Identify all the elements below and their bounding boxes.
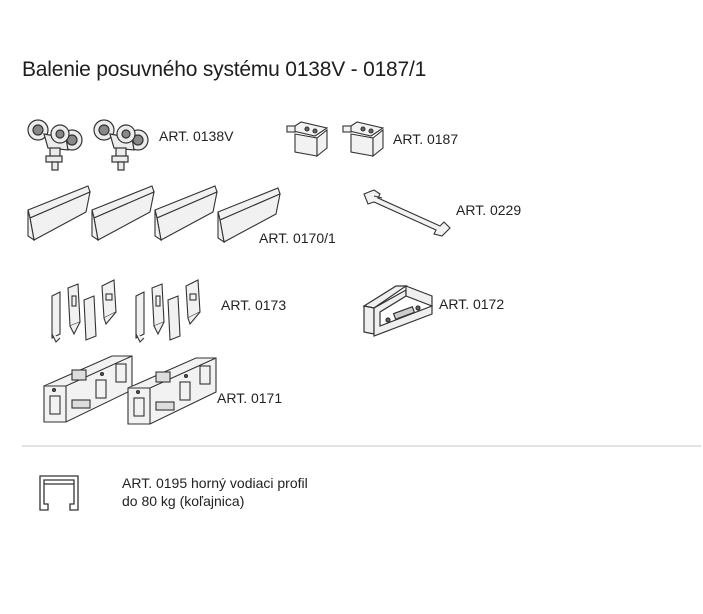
track-profile-description: ART. 0195 horný vodiaci profil do 80 kg … [122, 474, 308, 510]
part-label-0229: ART. 0229 [456, 202, 522, 218]
floor-guide-icon [362, 285, 433, 337]
roller-trolley-icon [27, 119, 149, 171]
track-profile-icon [39, 475, 79, 511]
part-label-0172: ART. 0172 [439, 296, 505, 312]
track-profile-line-2: do 80 kg (koľajnica) [122, 493, 245, 509]
bracket-set-icon [51, 279, 201, 343]
bottom-guide-rail-icon [27, 185, 281, 244]
part-label-0187: ART. 0187 [393, 131, 459, 147]
part-label-0173: ART. 0173 [221, 297, 287, 313]
track-profile-line-1: ART. 0195 horný vodiaci profil [122, 475, 308, 491]
part-label-0170-1: ART. 0170/1 [259, 230, 336, 246]
page-title: Balenie posuvného systému 0138V - 0187/1 [22, 58, 427, 81]
part-label-0171: ART. 0171 [217, 390, 283, 406]
spanner-icon [363, 189, 451, 237]
stop-block-icon [286, 121, 385, 158]
part-label-0138v: ART. 0138V [159, 128, 234, 144]
section-divider [22, 445, 701, 447]
mounting-plate-icon [43, 355, 217, 425]
